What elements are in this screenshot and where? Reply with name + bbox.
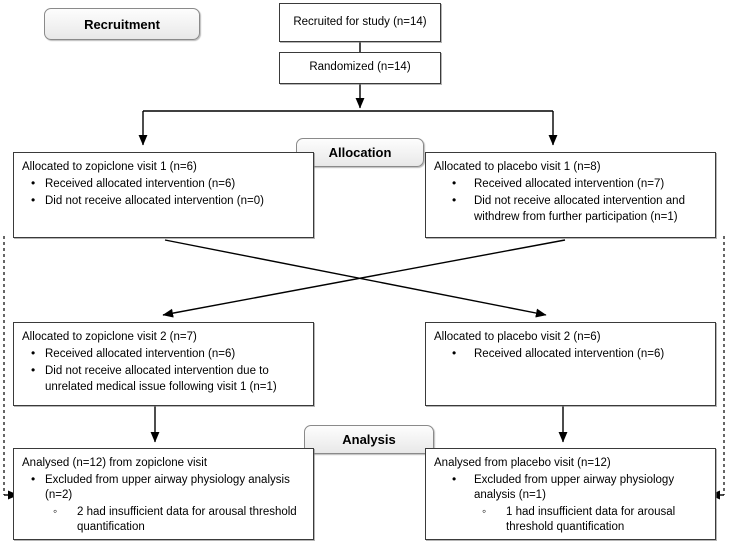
box-randomized: Randomized (n=14) bbox=[279, 52, 441, 84]
line-crossover-zopiclone-to-placebo2 bbox=[164, 239, 547, 318]
list-item: Received allocated intervention (n=6) bbox=[22, 346, 305, 362]
list-item: Received allocated intervention (n=6) bbox=[22, 176, 305, 192]
list-item: Did not receive allocated intervention (… bbox=[22, 193, 305, 209]
randomized-text: Randomized (n=14) bbox=[309, 61, 411, 74]
stage-label-recruitment-text: Recruitment bbox=[84, 16, 160, 32]
list-item: Excluded from upper airway physiology an… bbox=[434, 472, 707, 535]
stage-label-analysis: Analysis bbox=[304, 425, 434, 454]
list-item: Received allocated intervention (n=7) bbox=[434, 176, 707, 192]
analysed-placebo-subbullets: 1 had insufficient data for arousal thre… bbox=[474, 504, 707, 535]
list-item: 1 had insufficient data for arousal thre… bbox=[474, 504, 707, 535]
list-item: Excluded from upper airway physiology an… bbox=[22, 472, 305, 535]
analysed-placebo-excluded: Excluded from upper airway physiology an… bbox=[474, 474, 675, 502]
recruited-for-study-text: Recruited for study (n=14) bbox=[293, 15, 427, 28]
list-item: 2 had insufficient data for arousal thre… bbox=[45, 504, 305, 535]
line-crossover-placebo-to-zopiclone2 bbox=[162, 239, 566, 318]
stage-label-analysis-text: Analysis bbox=[342, 432, 396, 447]
allocated-placebo-visit2-lead: Allocated to placebo visit 2 (n=6) bbox=[434, 331, 601, 343]
box-allocated-zopiclone-visit2: Allocated to zopiclone visit 2 (n=7) Rec… bbox=[13, 322, 314, 406]
box-allocated-placebo-visit2: Allocated to placebo visit 2 (n=6) Recei… bbox=[425, 322, 716, 406]
stage-label-allocation: Allocation bbox=[296, 138, 424, 167]
box-allocated-placebo-visit1: Allocated to placebo visit 1 (n=8) Recei… bbox=[425, 152, 716, 238]
list-item: Did not receive allocated intervention a… bbox=[434, 193, 707, 224]
allocated-zopiclone-visit2-bullets: Received allocated intervention (n=6) Di… bbox=[22, 346, 305, 395]
box-allocated-zopiclone-visit1: Allocated to zopiclone visit 1 (n=6) Rec… bbox=[13, 152, 314, 238]
list-item: Received allocated intervention (n=6) bbox=[434, 346, 707, 362]
analysed-zopiclone-lead: Analysed (n=12) from zopiclone visit bbox=[22, 457, 208, 469]
allocated-placebo-visit2-bullets: Received allocated intervention (n=6) bbox=[434, 346, 707, 362]
allocated-placebo-visit1-bullets: Received allocated intervention (n=7) Di… bbox=[434, 176, 707, 225]
box-analysed-placebo: Analysed from placebo visit (n=12) Exclu… bbox=[425, 448, 716, 540]
stage-label-recruitment: Recruitment bbox=[44, 8, 200, 40]
allocated-zopiclone-visit2-lead: Allocated to zopiclone visit 2 (n=7) bbox=[22, 331, 197, 343]
box-recruited-for-study: Recruited for study (n=14) bbox=[279, 3, 441, 42]
analysed-placebo-lead: Analysed from placebo visit (n=12) bbox=[434, 457, 611, 469]
list-item: Did not receive allocated intervention d… bbox=[22, 363, 305, 394]
analysed-placebo-bullets: Excluded from upper airway physiology an… bbox=[434, 472, 707, 535]
box-analysed-zopiclone: Analysed (n=12) from zopiclone visit Exc… bbox=[13, 448, 314, 540]
analysed-zopiclone-bullets: Excluded from upper airway physiology an… bbox=[22, 472, 305, 535]
stage-label-allocation-text: Allocation bbox=[328, 145, 392, 160]
analysed-zopiclone-subbullets: 2 had insufficient data for arousal thre… bbox=[45, 504, 305, 535]
allocated-placebo-visit1-lead: Allocated to placebo visit 1 (n=8) bbox=[434, 161, 601, 173]
allocated-zopiclone-visit1-bullets: Received allocated intervention (n=6) Di… bbox=[22, 176, 305, 209]
allocated-zopiclone-visit1-lead: Allocated to zopiclone visit 1 (n=6) bbox=[22, 161, 197, 173]
analysed-zopiclone-excluded: Excluded from upper airway physiology an… bbox=[45, 474, 290, 502]
